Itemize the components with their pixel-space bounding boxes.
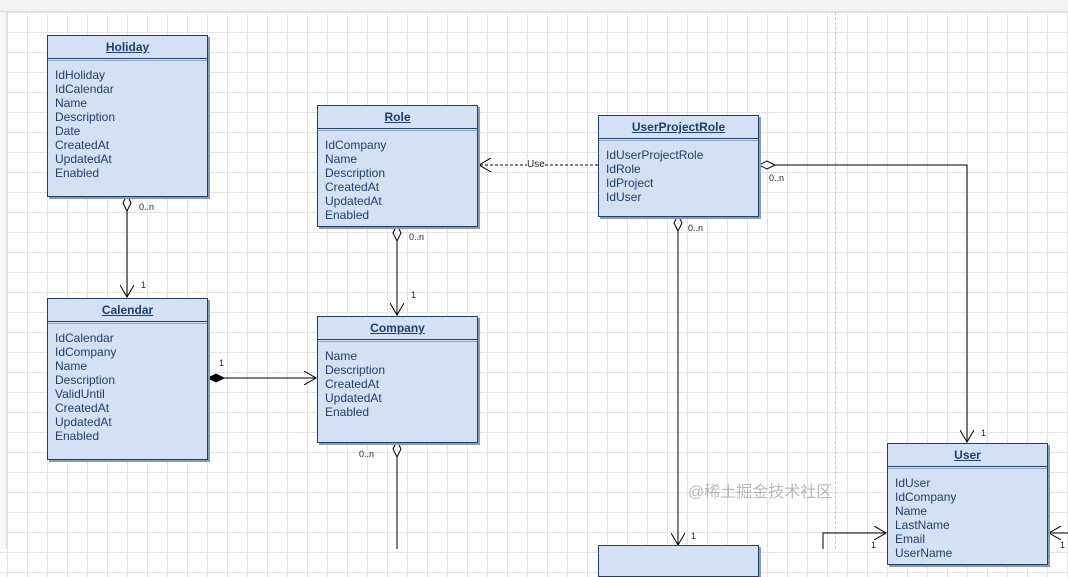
attribute: UpdatedAt	[55, 152, 112, 166]
attribute: CreatedAt	[325, 377, 380, 391]
class-title: UserProjectRole	[599, 116, 758, 139]
class-title: Holiday	[48, 36, 207, 59]
holiday-diamond	[122, 193, 132, 213]
attribute: UpdatedAt	[325, 194, 382, 208]
attribute: Enabled	[55, 429, 100, 443]
multiplicity-label: 1	[871, 540, 877, 550]
attribute: UpdatedAt	[55, 415, 112, 429]
attribute: IdCompany	[895, 490, 957, 504]
attribute: CreatedAt	[55, 138, 110, 152]
left-ruler	[0, 12, 7, 549]
user-left-link	[822, 533, 886, 549]
multiplicity-label: 0..n	[139, 202, 155, 212]
class-title: Role	[318, 106, 477, 129]
multiplicity-label: 0..n	[688, 223, 704, 233]
attribute: CreatedAt	[325, 180, 380, 194]
attribute: IdUser	[895, 476, 931, 490]
attribute: LastName	[895, 518, 950, 532]
toolbar	[0, 0, 1068, 12]
attribute: IdHoliday	[55, 68, 106, 82]
upr-bottom-diamond	[673, 213, 683, 233]
attribute: UpdatedAt	[325, 391, 382, 405]
attribute: IdProject	[606, 176, 654, 190]
attribute: Description	[55, 110, 116, 124]
attribute: Email	[895, 532, 926, 546]
attribute: IdCalendar	[55, 331, 114, 345]
class-title: Company	[318, 317, 477, 340]
use-label: Use	[527, 159, 545, 170]
attribute: Name	[55, 359, 88, 373]
attribute: Description	[55, 373, 116, 387]
upr-user-diamond	[757, 160, 777, 170]
multiplicity-label: 0..n	[769, 173, 785, 183]
multiplicity-label: 0..n	[409, 232, 425, 242]
attribute: IdCompany	[55, 345, 117, 359]
attribute: Description	[325, 363, 386, 377]
attribute: Name	[55, 96, 88, 110]
attribute: Name	[325, 349, 358, 363]
attribute: CreatedAt	[55, 401, 110, 415]
attribute: IdCompany	[325, 138, 387, 152]
role-diamond	[392, 223, 402, 243]
watermark: @稀土掘金技术社区	[688, 484, 833, 501]
calendar-composition-diamond	[206, 373, 226, 383]
attribute: IdRole	[606, 162, 641, 176]
attribute: ValidUntil	[55, 387, 105, 401]
class-title: User	[888, 444, 1047, 467]
attribute: Name	[895, 504, 928, 518]
multiplicity-label: 1	[1060, 540, 1066, 550]
page-break-line	[835, 12, 836, 549]
multiplicity-label: 1	[141, 280, 147, 290]
attribute: Enabled	[325, 208, 370, 222]
multiplicity-label: 1	[411, 290, 417, 300]
class-title: Calendar	[48, 299, 207, 322]
attribute: UserName	[895, 546, 953, 560]
attribute: IdUser	[606, 190, 642, 204]
attribute: Date	[55, 124, 81, 138]
upr-user-link	[775, 164, 967, 442]
attribute: Description	[325, 166, 386, 180]
attribute: IdUserProjectRole	[606, 148, 704, 162]
multiplicity-label: 0..n	[359, 449, 375, 459]
connectors	[0, 0, 1068, 549]
company-diamond	[392, 439, 402, 459]
attribute: Enabled	[325, 405, 370, 419]
multiplicity-label: 1	[981, 428, 987, 438]
attribute: IdCalendar	[55, 82, 114, 96]
multiplicity-label: 1	[691, 531, 697, 541]
multiplicity-label: 1	[219, 358, 225, 368]
attribute: Enabled	[55, 166, 100, 180]
class-partial-bottom[interactable]	[598, 545, 759, 577]
attribute: Name	[325, 152, 358, 166]
